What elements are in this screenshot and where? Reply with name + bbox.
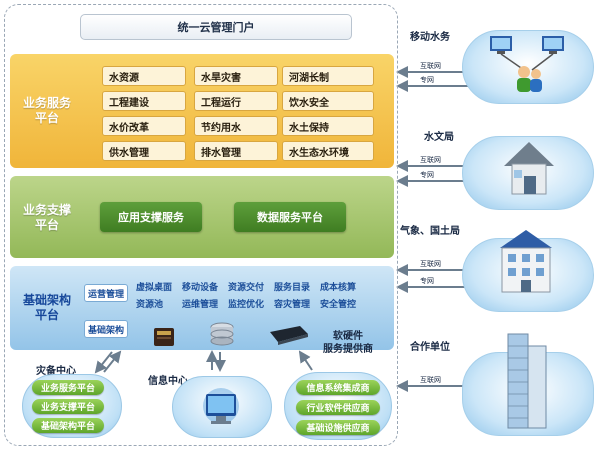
infrastructure-item[interactable]: 运维管理 xyxy=(182,300,219,310)
main-frame xyxy=(4,4,398,446)
mobile-private-label: 专网 xyxy=(420,76,434,84)
router-icon xyxy=(266,322,310,346)
business-item[interactable]: 节约用水 xyxy=(194,116,278,136)
partner-label: 合作单位 xyxy=(410,342,450,353)
vendor-item-software[interactable]: 行业软件供应商 xyxy=(296,400,380,415)
infrastructure-item[interactable]: 成本核算 xyxy=(320,283,357,293)
business-item[interactable]: 河湖长制 xyxy=(282,66,374,86)
tower-building-icon xyxy=(500,326,554,430)
business-item[interactable]: 饮水安全 xyxy=(282,91,374,111)
infrastructure-item[interactable]: 资源交付 xyxy=(228,283,265,293)
weather-private-label: 专网 xyxy=(420,277,434,285)
business-item[interactable]: 水资源 xyxy=(102,66,186,86)
vendor-item-integrator[interactable]: 信息系统集成商 xyxy=(296,380,380,395)
partner-internet-label: 互联网 xyxy=(420,376,441,384)
vendor-label: 软硬件服务提供商 xyxy=(323,331,373,355)
data-service-platform[interactable]: 数据服务平台 xyxy=(234,202,346,232)
house-icon xyxy=(500,136,558,198)
business-item[interactable]: 工程运行 xyxy=(194,91,278,111)
tower-icon xyxy=(150,326,178,348)
support-platform-title: 业务支撑平台 xyxy=(22,203,71,232)
infrastructure-item[interactable]: 虚拟桌面 xyxy=(136,283,173,293)
mobile-water-label: 移动水务 xyxy=(410,32,450,43)
base-architecture-tag[interactable]: 基础架构 xyxy=(84,320,128,338)
business-item[interactable]: 排水管理 xyxy=(194,141,278,161)
ops-management-tag[interactable]: 运营管理 xyxy=(84,284,128,302)
portal-title[interactable]: 统一云管理门户 xyxy=(80,14,352,40)
disk-icon xyxy=(206,320,238,350)
mobile-internet-label: 互联网 xyxy=(420,62,441,70)
vendor-item-infrastructure[interactable]: 基础设施供应商 xyxy=(296,420,380,435)
infrastructure-item[interactable]: 监控优化 xyxy=(228,300,265,310)
infrastructure-item[interactable]: 服务目录 xyxy=(274,283,311,293)
monitor-icon xyxy=(196,386,246,430)
bureau-internet-label: 互联网 xyxy=(420,156,441,164)
infrastructure-item[interactable]: 安全管控 xyxy=(320,300,357,310)
computer-icon xyxy=(484,34,572,96)
dr-center-title: 灾备中心 xyxy=(36,366,76,377)
weather-land-label: 气象、国土局 xyxy=(400,226,460,237)
infrastructure-item[interactable]: 移动设备 xyxy=(182,283,219,293)
infrastructure-platform-band xyxy=(10,266,394,350)
dr-item-business[interactable]: 业务服务平台 xyxy=(32,380,104,395)
business-platform-title: 业务服务平台 xyxy=(22,96,71,125)
business-item[interactable]: 水生态水环境 xyxy=(282,141,374,161)
app-support-service[interactable]: 应用支撑服务 xyxy=(100,202,202,232)
business-item[interactable]: 水旱灾害 xyxy=(194,66,278,86)
infrastructure-item[interactable]: 容灾管理 xyxy=(274,300,311,310)
dr-item-support[interactable]: 业务支撑平台 xyxy=(32,399,104,414)
business-item[interactable]: 水土保持 xyxy=(282,116,374,136)
info-center-title: 信息中心 xyxy=(148,376,188,387)
business-item[interactable]: 工程建设 xyxy=(102,91,186,111)
business-item[interactable]: 水价改革 xyxy=(102,116,186,136)
infrastructure-platform-title: 基础架构平台 xyxy=(22,293,71,322)
dr-item-infrastructure[interactable]: 基础架构平台 xyxy=(32,418,104,433)
weather-internet-label: 互联网 xyxy=(420,260,441,268)
hydrology-bureau-label: 水文局 xyxy=(424,132,454,143)
bureau-private-label: 专网 xyxy=(420,171,434,179)
infrastructure-item[interactable]: 资源池 xyxy=(136,300,164,310)
building-icon xyxy=(490,226,562,296)
business-item[interactable]: 供水管理 xyxy=(102,141,186,161)
